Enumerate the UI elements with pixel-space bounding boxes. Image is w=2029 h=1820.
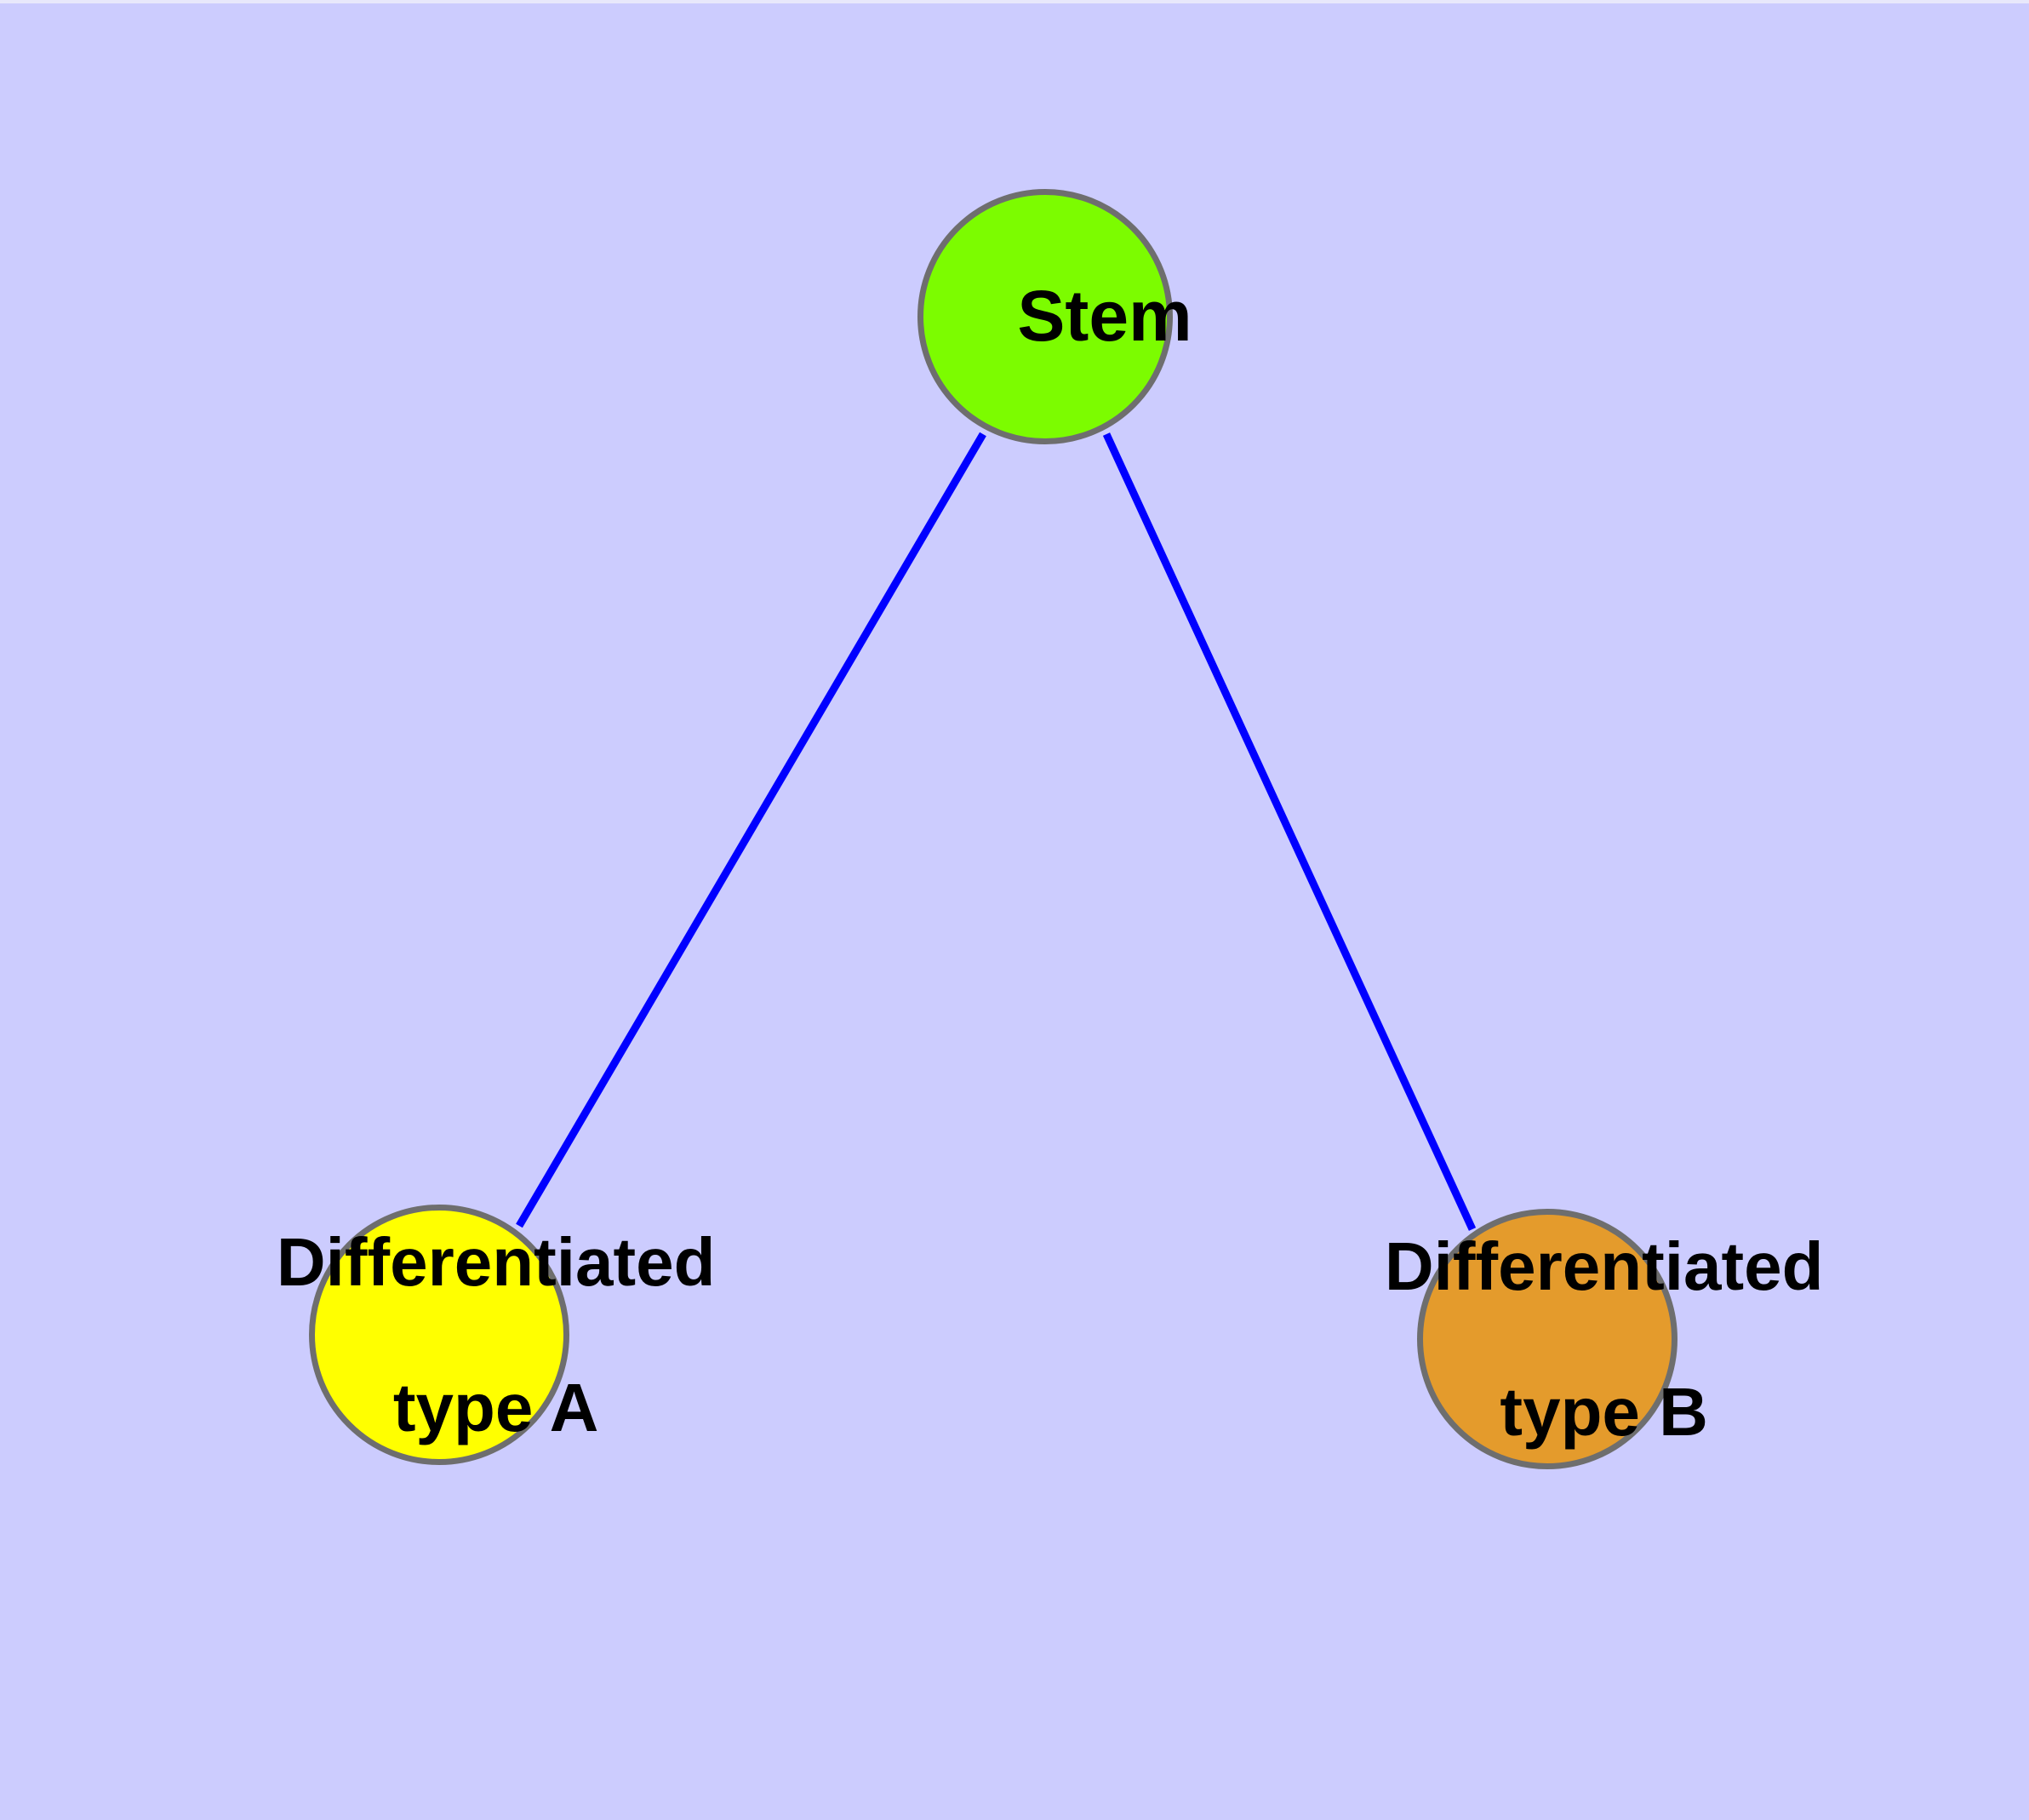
node-differentiated-type-a-circle bbox=[309, 1205, 569, 1465]
node-differentiated-type-b[interactable]: Differentiated type B bbox=[1385, 1209, 1823, 1469]
edge-stem-to-differentiated-type-b bbox=[1102, 432, 1477, 1231]
edge-stem-to-differentiated-type-a bbox=[516, 432, 986, 1228]
node-stem[interactable]: Stem bbox=[917, 189, 1192, 444]
canvas-top-edge-band bbox=[0, 0, 2029, 3]
node-stem-circle bbox=[917, 189, 1173, 444]
node-differentiated-type-a[interactable]: Differentiated type A bbox=[277, 1205, 715, 1465]
node-differentiated-type-b-circle bbox=[1417, 1209, 1677, 1469]
